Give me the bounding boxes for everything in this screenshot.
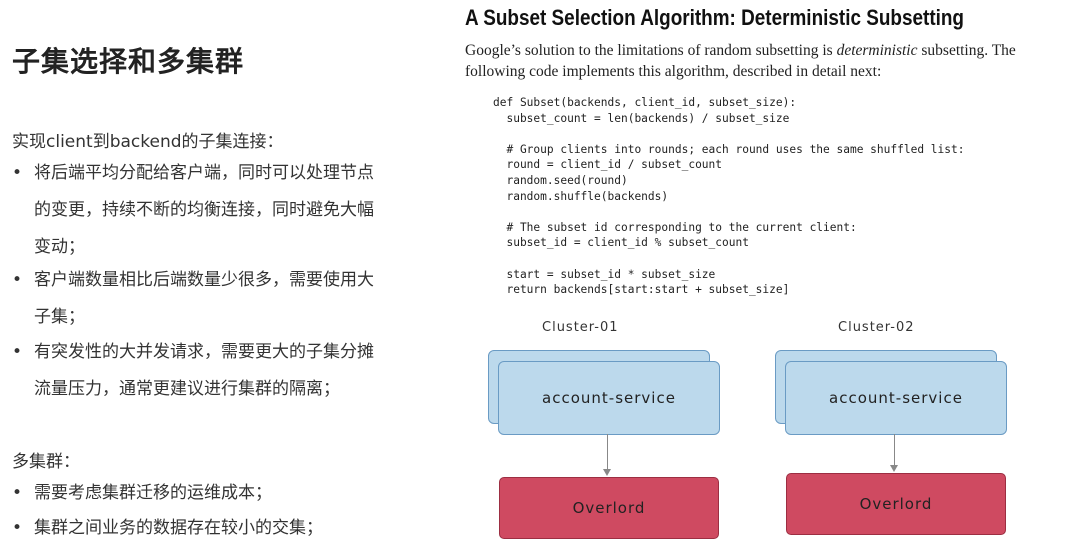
para-text: Google’s solution to the limitations of …	[465, 42, 837, 59]
slide-left-panel: 子集选择和多集群 实现client到backend的子集连接： • 将后端平均分…	[0, 0, 455, 545]
book-section-title: A Subset Selection Algorithm: Determinis…	[465, 5, 964, 30]
bullet-line: 有突发性的大并发请求，需要更大的子集分摊	[34, 342, 374, 362]
para-emphasis: deterministic	[836, 42, 918, 59]
section-heading-multicluster: 多集群：	[12, 452, 80, 472]
overlord-box: Overlord	[499, 477, 719, 539]
arrow-head-icon	[890, 465, 898, 472]
para-text: subsetting. The following code implement…	[465, 42, 1016, 80]
arrow-line	[894, 434, 895, 466]
book-excerpt-panel: A Subset Selection Algorithm: Determinis…	[455, 0, 1080, 545]
bullet-dot: •	[12, 342, 23, 362]
book-paragraph: Google’s solution to the limitations of …	[465, 40, 1077, 82]
bullet-line: 子集；	[34, 307, 85, 327]
cluster-label: Cluster-01	[542, 320, 619, 335]
slide-title: 子集选择和多集群	[12, 45, 245, 78]
bullet-line: 需要考虑集群迁移的运维成本；	[34, 483, 272, 503]
section-heading-subset: 实现client到backend的子集连接：	[12, 132, 284, 152]
bullet-item: • 客户端数量相比后端数量少很多，需要使用大 子集；	[12, 262, 442, 336]
bullet-dot: •	[12, 270, 23, 290]
bullet-item: • 集群之间业务的数据存在较小的交集；	[12, 510, 442, 547]
bullet-line: 流量压力，通常更建议进行集群的隔离；	[34, 379, 340, 399]
arrow-head-icon	[603, 469, 611, 476]
bullet-dot: •	[12, 483, 23, 503]
account-service-box: account-service	[785, 361, 1007, 435]
bullet-line: 变动；	[34, 237, 85, 257]
account-service-box: account-service	[498, 361, 720, 435]
arrow-line	[607, 434, 608, 470]
bullet-line: 客户端数量相比后端数量少很多，需要使用大	[34, 270, 374, 290]
bullet-item: • 需要考虑集群迁移的运维成本；	[12, 475, 442, 512]
bullet-line: 将后端平均分配给客户端，同时可以处理节点	[34, 163, 374, 183]
overlord-box: Overlord	[786, 473, 1006, 535]
bullet-dot: •	[12, 163, 23, 183]
bullet-dot: •	[12, 518, 23, 538]
code-listing: def Subset(backends, client_id, subset_s…	[493, 96, 965, 297]
bullet-item: • 有突发性的大并发请求，需要更大的子集分摊 流量压力，通常更建议进行集群的隔离…	[12, 334, 442, 408]
cluster-label: Cluster-02	[838, 320, 915, 335]
bullet-line: 的变更，持续不断的均衡连接，同时避免大幅	[34, 200, 374, 220]
bullet-item: • 将后端平均分配给客户端，同时可以处理节点 的变更，持续不断的均衡连接，同时避…	[12, 155, 442, 266]
bullet-line: 集群之间业务的数据存在较小的交集；	[34, 518, 323, 538]
